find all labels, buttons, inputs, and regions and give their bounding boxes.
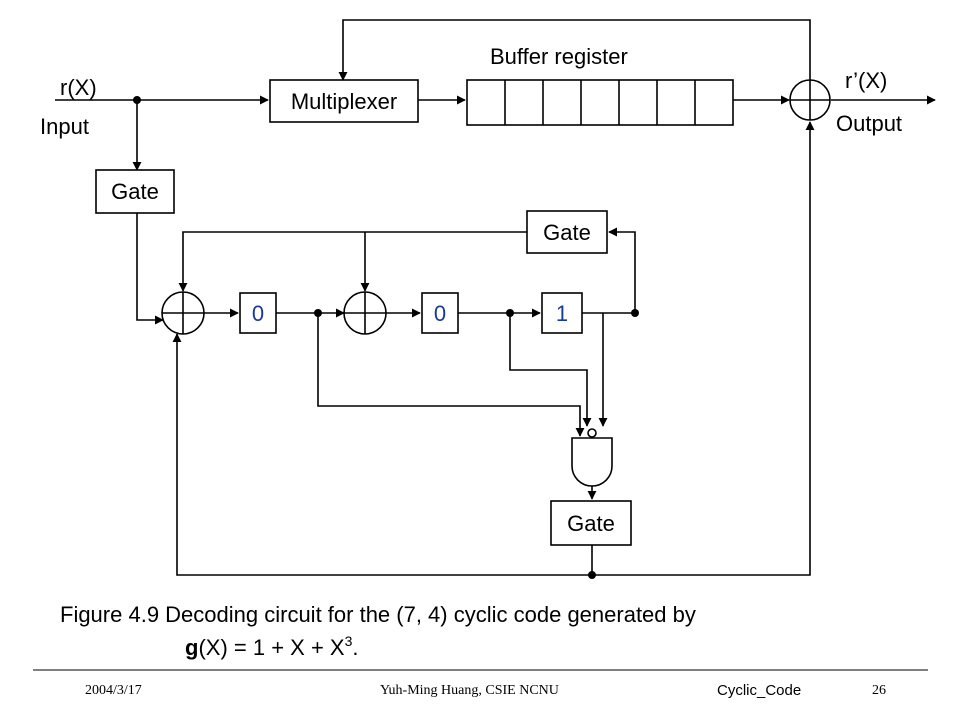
bottom-junction-dot [588,571,596,579]
caption-period: . [352,635,358,660]
register-cell-0-value: 0 [252,301,264,326]
feedback-gate-box [526,210,608,254]
and-gate [571,428,613,487]
register-cell-box-1 [421,292,459,334]
bottom-gate-box [550,500,632,546]
register-cell-1-value: 0 [434,301,446,326]
register-cell-2-value: 1 [556,301,568,326]
tap-dot-2 [506,309,514,317]
tap-dot-3 [631,309,639,317]
multiplexer-label: Multiplexer [291,89,397,114]
output-word-label: Output [836,111,902,136]
register-cell-box-2 [541,292,583,334]
input-gate-box [95,169,175,214]
footer-topic: Cyclic_Code [717,682,801,699]
caption-g-bold: g [185,635,198,660]
syndrome-adder-2 [343,291,387,335]
caption-superscript: 3 [345,633,353,649]
figure-caption-line2: g(X) = 1 + X + X3. [185,633,359,660]
bottom-gate-label: Gate [567,511,615,536]
caption-gx-expression: (X) = 1 + X + X [198,635,344,660]
figure-caption-line1: Figure 4.9 Decoding circuit for the (7, … [60,602,696,627]
output-symbol-label: r’(X) [845,68,887,93]
output-adder [789,79,831,121]
input-gate-label: Gate [111,179,159,204]
footer-author: Yuh-Ming Huang, CSIE NCNU [380,683,559,698]
buffer-register-label: Buffer register [490,44,628,69]
input-symbol-label: r(X) [60,75,97,100]
input-junction-dot [133,96,141,104]
buffer-register [466,79,734,126]
footer-page-number: 26 [872,683,886,698]
register-cell-box-0 [239,292,277,334]
feedback-gate-label: Gate [543,220,591,245]
syndrome-wires [136,213,636,576]
syndrome-adder-1 [161,291,205,335]
footer-date: 2004/3/17 [85,683,142,698]
input-word-label: Input [40,114,89,139]
tap-dot-1 [314,309,322,317]
multiplexer-block [269,79,419,123]
top-path-wires [55,19,936,576]
